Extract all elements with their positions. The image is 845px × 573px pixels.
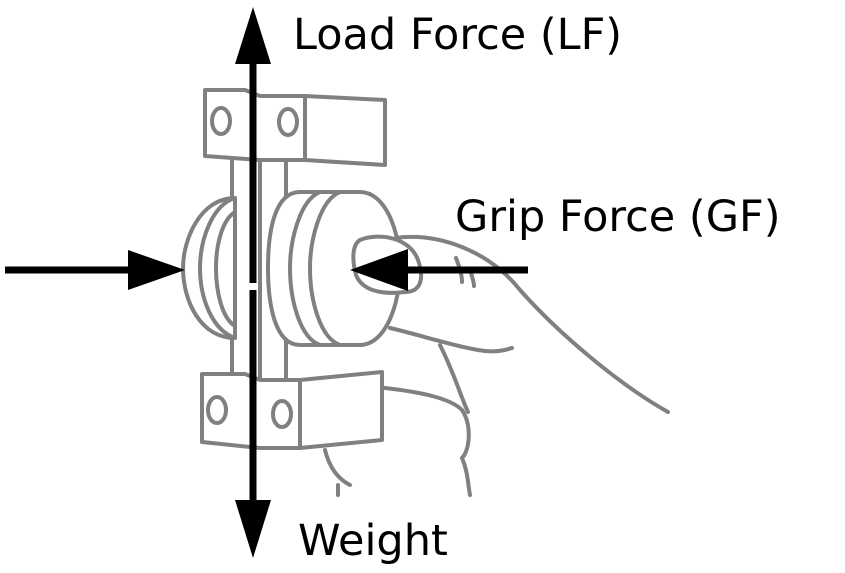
left-grip-disc (181, 196, 237, 340)
grip-force-arrow-right (350, 249, 528, 291)
top-block (203, 88, 387, 167)
weight-label: Weight (298, 516, 448, 566)
load-force-label: Load Force (LF) (293, 10, 623, 60)
top-right-bolt-hole (277, 107, 299, 137)
grip-force-label: Grip Force (GF) (455, 192, 781, 242)
top-left-bolt-hole (210, 106, 232, 136)
weight-arrowhead (235, 500, 271, 558)
grip-force-arrow-left (5, 250, 185, 290)
vertical-force-arrow (235, 7, 271, 558)
bottom-block (200, 370, 384, 450)
bottom-right-bolt-hole (271, 399, 293, 429)
hand-outline (323, 235, 670, 497)
load-force-arrowhead (235, 7, 271, 64)
right-grip-disc (266, 190, 402, 347)
bottom-left-bolt-hole (206, 395, 228, 425)
